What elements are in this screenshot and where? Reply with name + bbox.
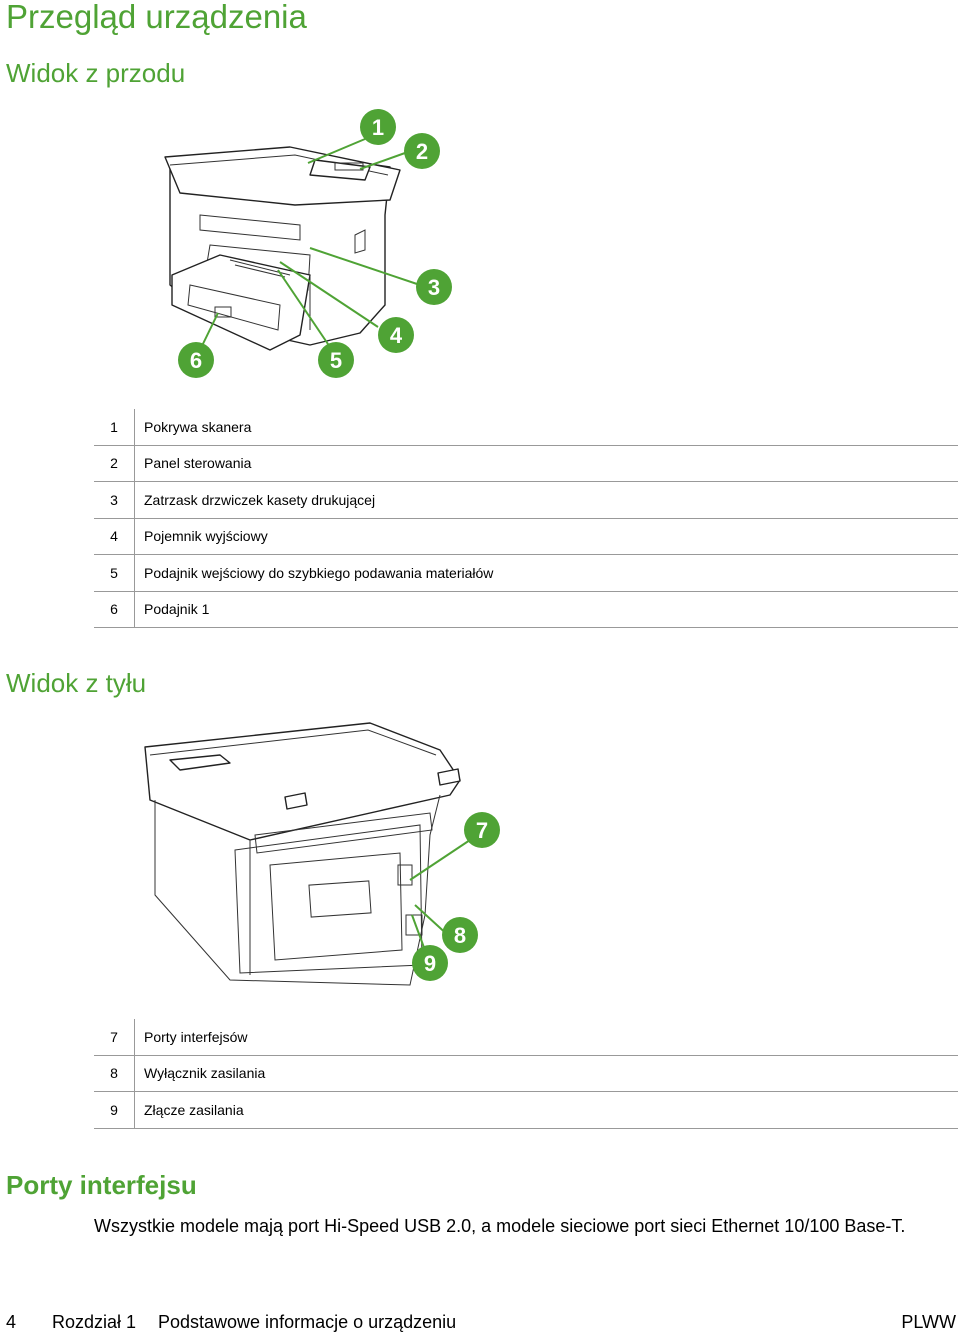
table-row: 6 Podajnik 1	[94, 591, 958, 628]
front-view-heading: Widok z przodu	[6, 58, 186, 88]
footer-page-number: 4	[6, 1312, 17, 1332]
callout-9: 9	[412, 945, 448, 981]
table-row: 2 Panel sterowania	[94, 445, 958, 482]
item-label: Zatrzask drzwiczek kasety drukującej	[144, 491, 376, 508]
item-number: 8	[94, 1055, 135, 1091]
callout-8: 8	[442, 917, 478, 953]
footer-code: PLWW	[901, 1312, 956, 1332]
front-view-illustration: 1 2 3 4 5 6	[164, 109, 452, 378]
page-title: Przegląd urządzenia	[6, 0, 307, 35]
item-number: 2	[94, 445, 135, 481]
table-row: 7 Porty interfejsów	[94, 1019, 958, 1056]
ports-heading: Porty interfejsu	[6, 1170, 197, 1200]
item-label: Złącze zasilania	[144, 1101, 244, 1118]
item-label: Pokrywa skanera	[144, 418, 252, 435]
footer-chapter: Rozdział 1	[52, 1312, 137, 1332]
svg-text:2: 2	[416, 139, 428, 164]
table-row: 3 Zatrzask drzwiczek kasety drukującej	[94, 482, 958, 519]
callout-7: 7	[464, 812, 500, 848]
ports-description: Wszystkie modele mają port Hi-Speed USB …	[94, 1216, 906, 1236]
item-number: 7	[94, 1019, 135, 1055]
item-number: 4	[94, 518, 135, 554]
item-number: 6	[94, 591, 135, 627]
table-row: 4 Pojemnik wyjściowy	[94, 518, 958, 555]
svg-text:5: 5	[330, 348, 342, 373]
table-row: 1 Pokrywa skanera	[94, 409, 958, 446]
item-number: 5	[94, 555, 135, 591]
item-number: 1	[94, 409, 135, 445]
svg-text:8: 8	[454, 923, 466, 948]
svg-text:1: 1	[372, 115, 384, 140]
svg-text:7: 7	[476, 818, 488, 843]
callout-5: 5	[318, 342, 354, 378]
table-row: 5 Podajnik wejściowy do szybkiego podawan…	[94, 555, 958, 592]
callout-2: 2	[404, 133, 440, 169]
item-label: Wyłącznik zasilania	[144, 1065, 266, 1082]
footer-chapter-title: Podstawowe informacje o urządzeniu	[158, 1312, 457, 1332]
svg-text:3: 3	[428, 275, 440, 300]
table-row: 8 Wyłącznik zasilania	[94, 1055, 958, 1092]
item-label: Podajnik wejściowy do szybkiego podawani…	[144, 564, 494, 581]
callout-3: 3	[416, 269, 452, 305]
svg-text:6: 6	[190, 348, 202, 373]
callout-4: 4	[378, 317, 414, 353]
rear-view-heading: Widok z tyłu	[6, 668, 147, 698]
item-label: Porty interfejsów	[144, 1028, 248, 1045]
item-number: 9	[94, 1092, 135, 1128]
front-view-callout-table: 1 Pokrywa skanera 2 Panel sterowania 3 Zatr…	[94, 409, 958, 628]
item-label: Podajnik 1	[144, 601, 210, 618]
svg-text:4: 4	[390, 323, 403, 348]
svg-text:9: 9	[424, 951, 436, 976]
table-row: 9 Złącze zasilania	[94, 1092, 958, 1129]
rear-view-illustration: 7 8 9	[144, 722, 500, 986]
item-label: Pojemnik wyjściowy	[144, 528, 268, 545]
item-number: 3	[94, 482, 135, 518]
item-label: Panel sterowania	[144, 455, 252, 472]
callout-1: 1	[360, 109, 396, 145]
callout-6: 6	[178, 342, 214, 378]
